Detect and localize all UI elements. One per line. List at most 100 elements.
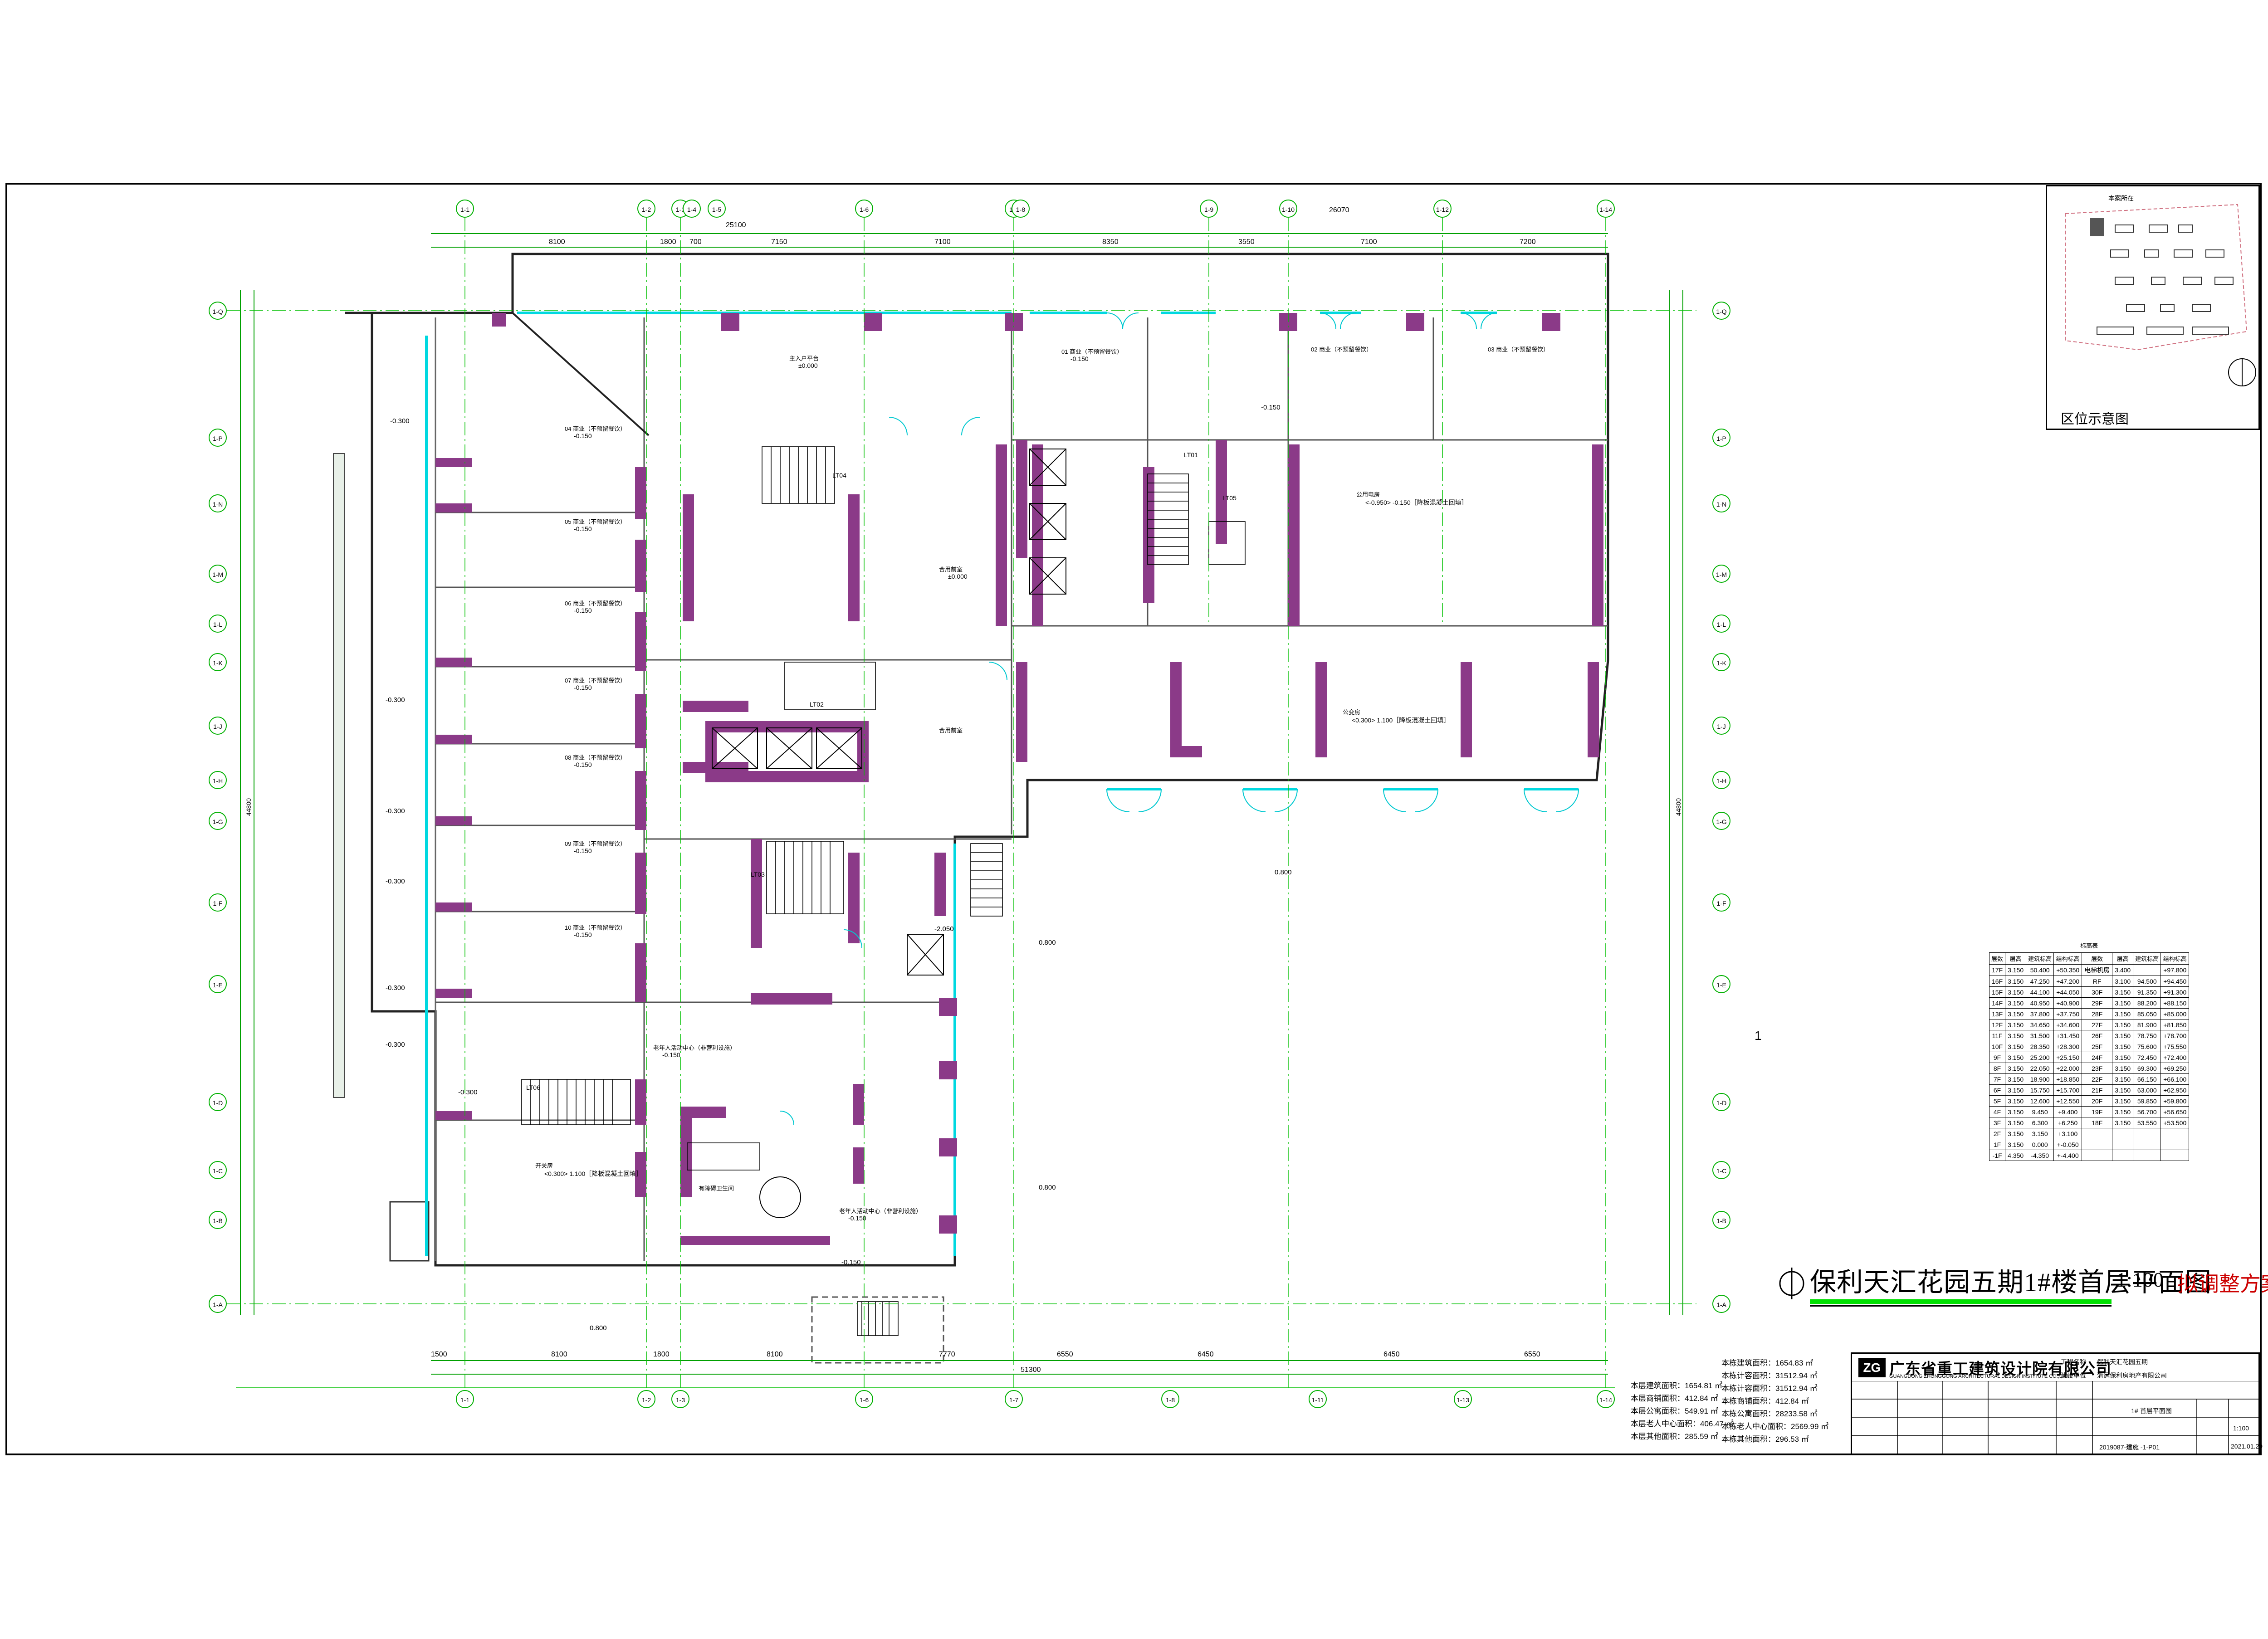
elevation-table-cell: 28.350 <box>2026 1041 2054 1052</box>
level-mark: -0.300 <box>386 984 405 992</box>
elevation-table-cell: 3.150 <box>2005 964 2027 976</box>
axis-bubble: 1-B <box>209 1211 227 1229</box>
room-label: 老年人活动中心（非营利设施） <box>653 1044 736 1051</box>
elevation-table-cell <box>2160 1128 2190 1139</box>
axis-bubble: 1-3 <box>671 1390 689 1408</box>
room-label: 10 商业（不预留餐饮） <box>565 924 626 931</box>
elevation-table-cell: 63.000 <box>2133 1084 2161 1096</box>
axis-bubble: 1-N <box>209 494 227 512</box>
elevation-table-cell: 15.750 <box>2026 1084 2054 1096</box>
company-logo: ZG <box>1858 1358 1886 1377</box>
axis-bubble: 1-M <box>1712 565 1730 583</box>
area-stat: 本层老人中心面积：406.47 ㎡ <box>1631 1419 1734 1428</box>
elevation-table-cell: 28F <box>2082 1008 2113 1019</box>
elevation-table-cell: 27F <box>2082 1019 2113 1030</box>
dimension-text: 3550 <box>1238 238 1255 246</box>
dimension-text: 700 <box>689 238 702 246</box>
drawing-name: 1# 首层平面图 <box>2131 1407 2172 1415</box>
dimension-text: 6450 <box>1383 1351 1400 1358</box>
axis-bubble: 1-9 <box>1200 200 1218 218</box>
elevation-table-cell: 72.450 <box>2133 1052 2161 1063</box>
level-mark: -0.300 <box>386 878 405 885</box>
room-level: -0.150 <box>574 607 592 614</box>
elevation-table-cell: 4.350 <box>2005 1150 2027 1161</box>
elevation-table-cell: 37.800 <box>2026 1008 2054 1019</box>
elevation-table-cell: +62.950 <box>2160 1084 2190 1096</box>
elevation-table-cell: 3.150 <box>2112 1019 2134 1030</box>
top-overall-dimension: 26070 <box>1329 206 1349 214</box>
drawing-scale-cell: 1:100 <box>2233 1424 2249 1432</box>
elevation-table-header: 建筑标高 <box>2133 952 2161 965</box>
elevation-table-cell: 15F <box>1989 986 2006 998</box>
elevation-table-cell: -4.350 <box>2026 1150 2054 1161</box>
axis-bubble: 1-K <box>209 653 227 671</box>
elevation-table-cell <box>2112 1150 2134 1161</box>
axis-bubble: 1-7 <box>1005 1390 1023 1408</box>
bottom-overall-dimension: 51300 <box>1021 1366 1041 1374</box>
axis-bubble: 1-E <box>1712 975 1730 993</box>
elevation-table-cell: +22.000 <box>2053 1063 2082 1074</box>
elevation-table-cell: 75.600 <box>2133 1041 2161 1052</box>
elevation-table-cell: +9.400 <box>2053 1106 2082 1117</box>
axis-bubble: 1-D <box>1712 1093 1730 1111</box>
elevation-table-cell: 66.150 <box>2133 1073 2161 1085</box>
elevation-table-cell: 31.500 <box>2026 1030 2054 1041</box>
client-label: 建设单位 <box>2061 1372 2086 1379</box>
elevation-table-cell: 13F <box>1989 1008 2006 1019</box>
elevation-table-cell: RF <box>2082 976 2113 987</box>
elevation-table-cell: 12F <box>1989 1019 2006 1030</box>
axis-bubble: 1-B <box>1712 1211 1730 1229</box>
elevation-table-cell: 17F <box>1989 964 2006 976</box>
stair-label: LT04 <box>832 472 846 479</box>
elevation-table-cell: 53.550 <box>2133 1117 2161 1128</box>
section-mark: 1 <box>1755 1029 1762 1043</box>
project-name: 保利天汇花园五期 <box>2097 1358 2148 1366</box>
elevation-table-cell: 3.150 <box>2005 1030 2027 1041</box>
elevation-table-cell: +85.000 <box>2160 1008 2190 1019</box>
title-block-grid <box>1852 1381 2258 1454</box>
elevation-table-cell: 3.150 <box>2005 1052 2027 1063</box>
room-level: -0.150 <box>848 1215 866 1222</box>
elevation-table-cell: +81.850 <box>2160 1019 2190 1030</box>
elevation-table-cell: 3.150 <box>2005 1106 2027 1117</box>
axis-bubble: 1-2 <box>637 200 655 218</box>
elevation-table-cell: 14F <box>1989 997 2006 1009</box>
elevation-table-cell: 3.150 <box>2005 1084 2027 1096</box>
axis-bubble: 1-E <box>209 975 227 993</box>
axis-bubble: 1-L <box>209 615 227 633</box>
elevation-table-cell: 3.150 <box>2112 1041 2134 1052</box>
elevation-table-cell: +25.150 <box>2053 1052 2082 1063</box>
elevation-table-cell: +6.250 <box>2053 1117 2082 1128</box>
elevation-table-cell <box>2082 1139 2113 1150</box>
axis-bubble: 1-D <box>209 1093 227 1111</box>
axis-bubble: 1-Q <box>1712 302 1730 320</box>
dimension-text: 1800 <box>660 238 676 246</box>
area-stat: 本栋公寓面积：28233.58 ㎡ <box>1721 1410 1818 1418</box>
axis-bubble: 1-F <box>209 893 227 912</box>
elevation-table-header: 结构标高 <box>2160 952 2190 965</box>
elevation-table-cell: +88.150 <box>2160 997 2190 1009</box>
elevation-table-cell: 3.150 <box>2112 1008 2134 1019</box>
elevation-table-cell: 3.150 <box>2005 976 2027 987</box>
right-overall-dimension: 44800 <box>1675 798 1682 816</box>
project-label: 工程名称 <box>2061 1358 2086 1366</box>
room-label: 06 商业（不预留餐饮） <box>565 600 626 607</box>
elevation-table-header: 层高 <box>2005 952 2027 965</box>
elevation-table-cell: +31.450 <box>2053 1030 2082 1041</box>
dimension-text: 1800 <box>653 1351 670 1358</box>
elevation-table-cell: 21F <box>2082 1084 2113 1096</box>
dimension-text: 7150 <box>771 238 787 246</box>
elevation-table-caption: 标高表 <box>2080 942 2098 949</box>
elevation-table-cell: 25F <box>2082 1041 2113 1052</box>
area-stats-right: 本栋建筑面积：1654.83 ㎡ 本栋计容面积：31512.94 ㎡ 本栋计容面… <box>1721 1357 1828 1446</box>
elevation-table-cell: +12.550 <box>2053 1095 2082 1107</box>
axis-bubble: 1-A <box>209 1295 227 1313</box>
elevation-table-cell: 30F <box>2082 986 2113 998</box>
elevation-table-cell: 6.300 <box>2026 1117 2054 1128</box>
